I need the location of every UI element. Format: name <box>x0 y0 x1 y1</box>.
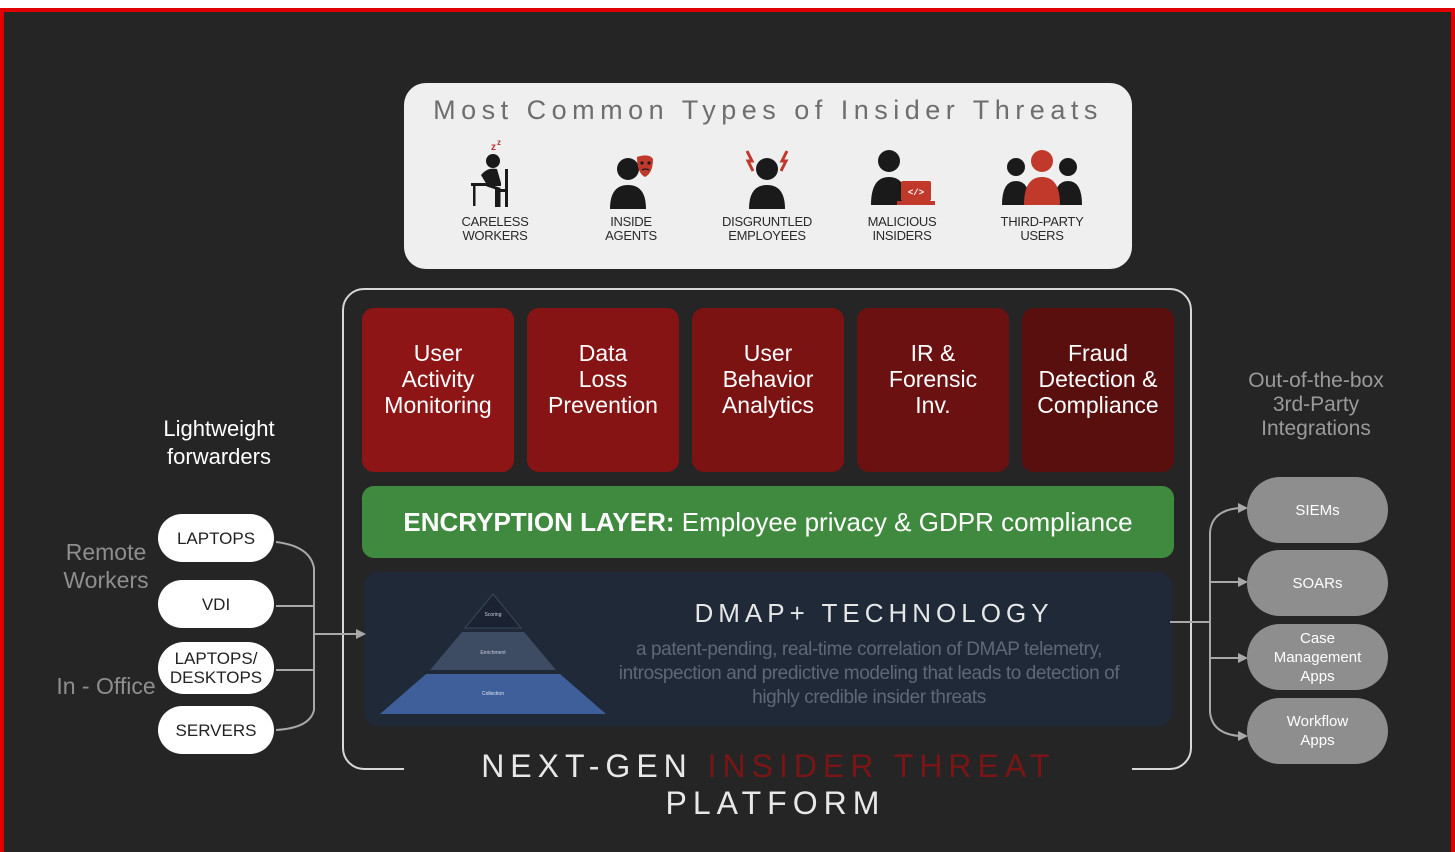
dmap-technology-panel: Scoring Enrichment Collection DMAP+ TECH… <box>364 572 1172 726</box>
forwarder-laptops-desktops: LAPTOPS/ DESKTOPS <box>158 642 274 694</box>
integration-workflow-apps: Workflow Apps <box>1247 698 1388 764</box>
user-group-icon <box>1002 150 1082 205</box>
sleeping-worker-icon: z z <box>471 139 508 207</box>
threat-label: MALICIOUS INSIDERS <box>867 214 937 243</box>
svg-text:z: z <box>497 139 501 147</box>
platform-title-highlight: INSIDER THREAT <box>707 748 1055 784</box>
threat-inside-agents: INSIDE AGENTS <box>571 139 691 243</box>
threat-types-panel: Most Common Types of Insider Threats z z… <box>404 83 1132 269</box>
pyramid-level-collection: Collection <box>482 691 504 697</box>
module-label: IR & Forensic Inv. <box>888 340 978 418</box>
threat-third-party-users: THIRD-PARTY USERS <box>982 139 1102 243</box>
integration-label: Workflow Apps <box>1286 713 1349 749</box>
masked-agent-icon <box>610 155 653 209</box>
threat-label: INSIDE AGENTS <box>605 214 657 243</box>
integration-siems: SIEMs <box>1247 477 1388 543</box>
threat-label: DISGRUNTLED EMPLOYEES <box>722 214 812 243</box>
svg-text:</>: </> <box>908 188 924 198</box>
integration-soars: SOARs <box>1247 550 1388 616</box>
forwarder-vdi: VDI <box>158 580 274 628</box>
threat-malicious-insiders: </> MALICIOUS INSIDERS <box>842 139 962 243</box>
forwarder-servers: SERVERS <box>158 706 274 754</box>
module-label: User Behavior Analytics <box>721 340 815 418</box>
angry-employee-icon <box>745 150 789 209</box>
threat-careless-workers: z z CARELESS WORKERS <box>435 139 555 243</box>
module-user-behavior-analytics: User Behavior Analytics <box>692 308 844 472</box>
hacker-laptop-icon: </> <box>871 150 935 205</box>
group-remote-workers: Remote Workers <box>63 539 149 593</box>
pyramid-level-enrichment: Enrichment <box>480 650 506 656</box>
forwarder-label: VDI <box>201 594 231 614</box>
platform-title-start: NEXT-GEN <box>481 748 708 784</box>
threat-label: THIRD-PARTY USERS <box>1000 214 1084 243</box>
platform-title: NEXT-GEN INSIDER THREAT PLATFORM <box>404 748 1132 822</box>
module-fraud-detection: Fraud Detection & Compliance <box>1022 308 1174 472</box>
forwarders-title: Lightweight forwarders <box>163 416 275 469</box>
encryption-layer-heading: ENCRYPTION LAYER: <box>403 506 675 537</box>
integrations-title: Out-of-the-box 3rd-Party Integrations <box>1248 369 1384 440</box>
module-label: Fraud Detection & Compliance <box>1037 340 1159 418</box>
dmap-description: a patent-pending, real-time correlation … <box>618 639 1120 708</box>
module-user-activity-monitoring: User Activity Monitoring <box>362 308 514 472</box>
forwarder-label: SERVERS <box>175 720 257 740</box>
forwarder-label: LAPTOPS <box>176 528 256 548</box>
module-ir-forensic: IR & Forensic Inv. <box>857 308 1009 472</box>
module-data-loss-prevention: Data Loss Prevention <box>527 308 679 472</box>
svg-text:z: z <box>491 142 496 153</box>
integration-label: Case Management Apps <box>1273 629 1362 685</box>
forwarder-label: LAPTOPS/ DESKTOPS <box>169 649 263 687</box>
pyramid-icon: Scoring Enrichment Collection <box>380 593 606 714</box>
integration-label: SIEMs <box>1295 501 1340 519</box>
pyramid-level-scoring: Scoring <box>485 612 502 618</box>
threat-label: CARELESS WORKERS <box>461 214 529 243</box>
module-label: User Activity Monitoring <box>384 340 492 418</box>
encryption-layer-text: Employee privacy & GDPR compliance <box>674 506 1133 537</box>
threat-panel-title: Most Common Types of Insider Threats <box>433 95 1103 125</box>
module-label: Data Loss Prevention <box>548 340 658 418</box>
diagram-frame: Most Common Types of Insider Threats z z… <box>0 8 1455 852</box>
integration-label: SOARs <box>1292 574 1343 592</box>
integration-case-management: Case Management Apps <box>1247 624 1388 690</box>
platform-title-end: PLATFORM <box>650 785 886 821</box>
encryption-layer-bar: ENCRYPTION LAYER: Employee privacy & GDP… <box>362 486 1174 558</box>
group-in-office: In - Office <box>56 673 156 699</box>
threat-disgruntled-employees: DISGRUNTLED EMPLOYEES <box>707 139 827 243</box>
dmap-title: DMAP+ TECHNOLOGY <box>694 598 1054 628</box>
forwarder-laptops: LAPTOPS <box>158 514 274 562</box>
